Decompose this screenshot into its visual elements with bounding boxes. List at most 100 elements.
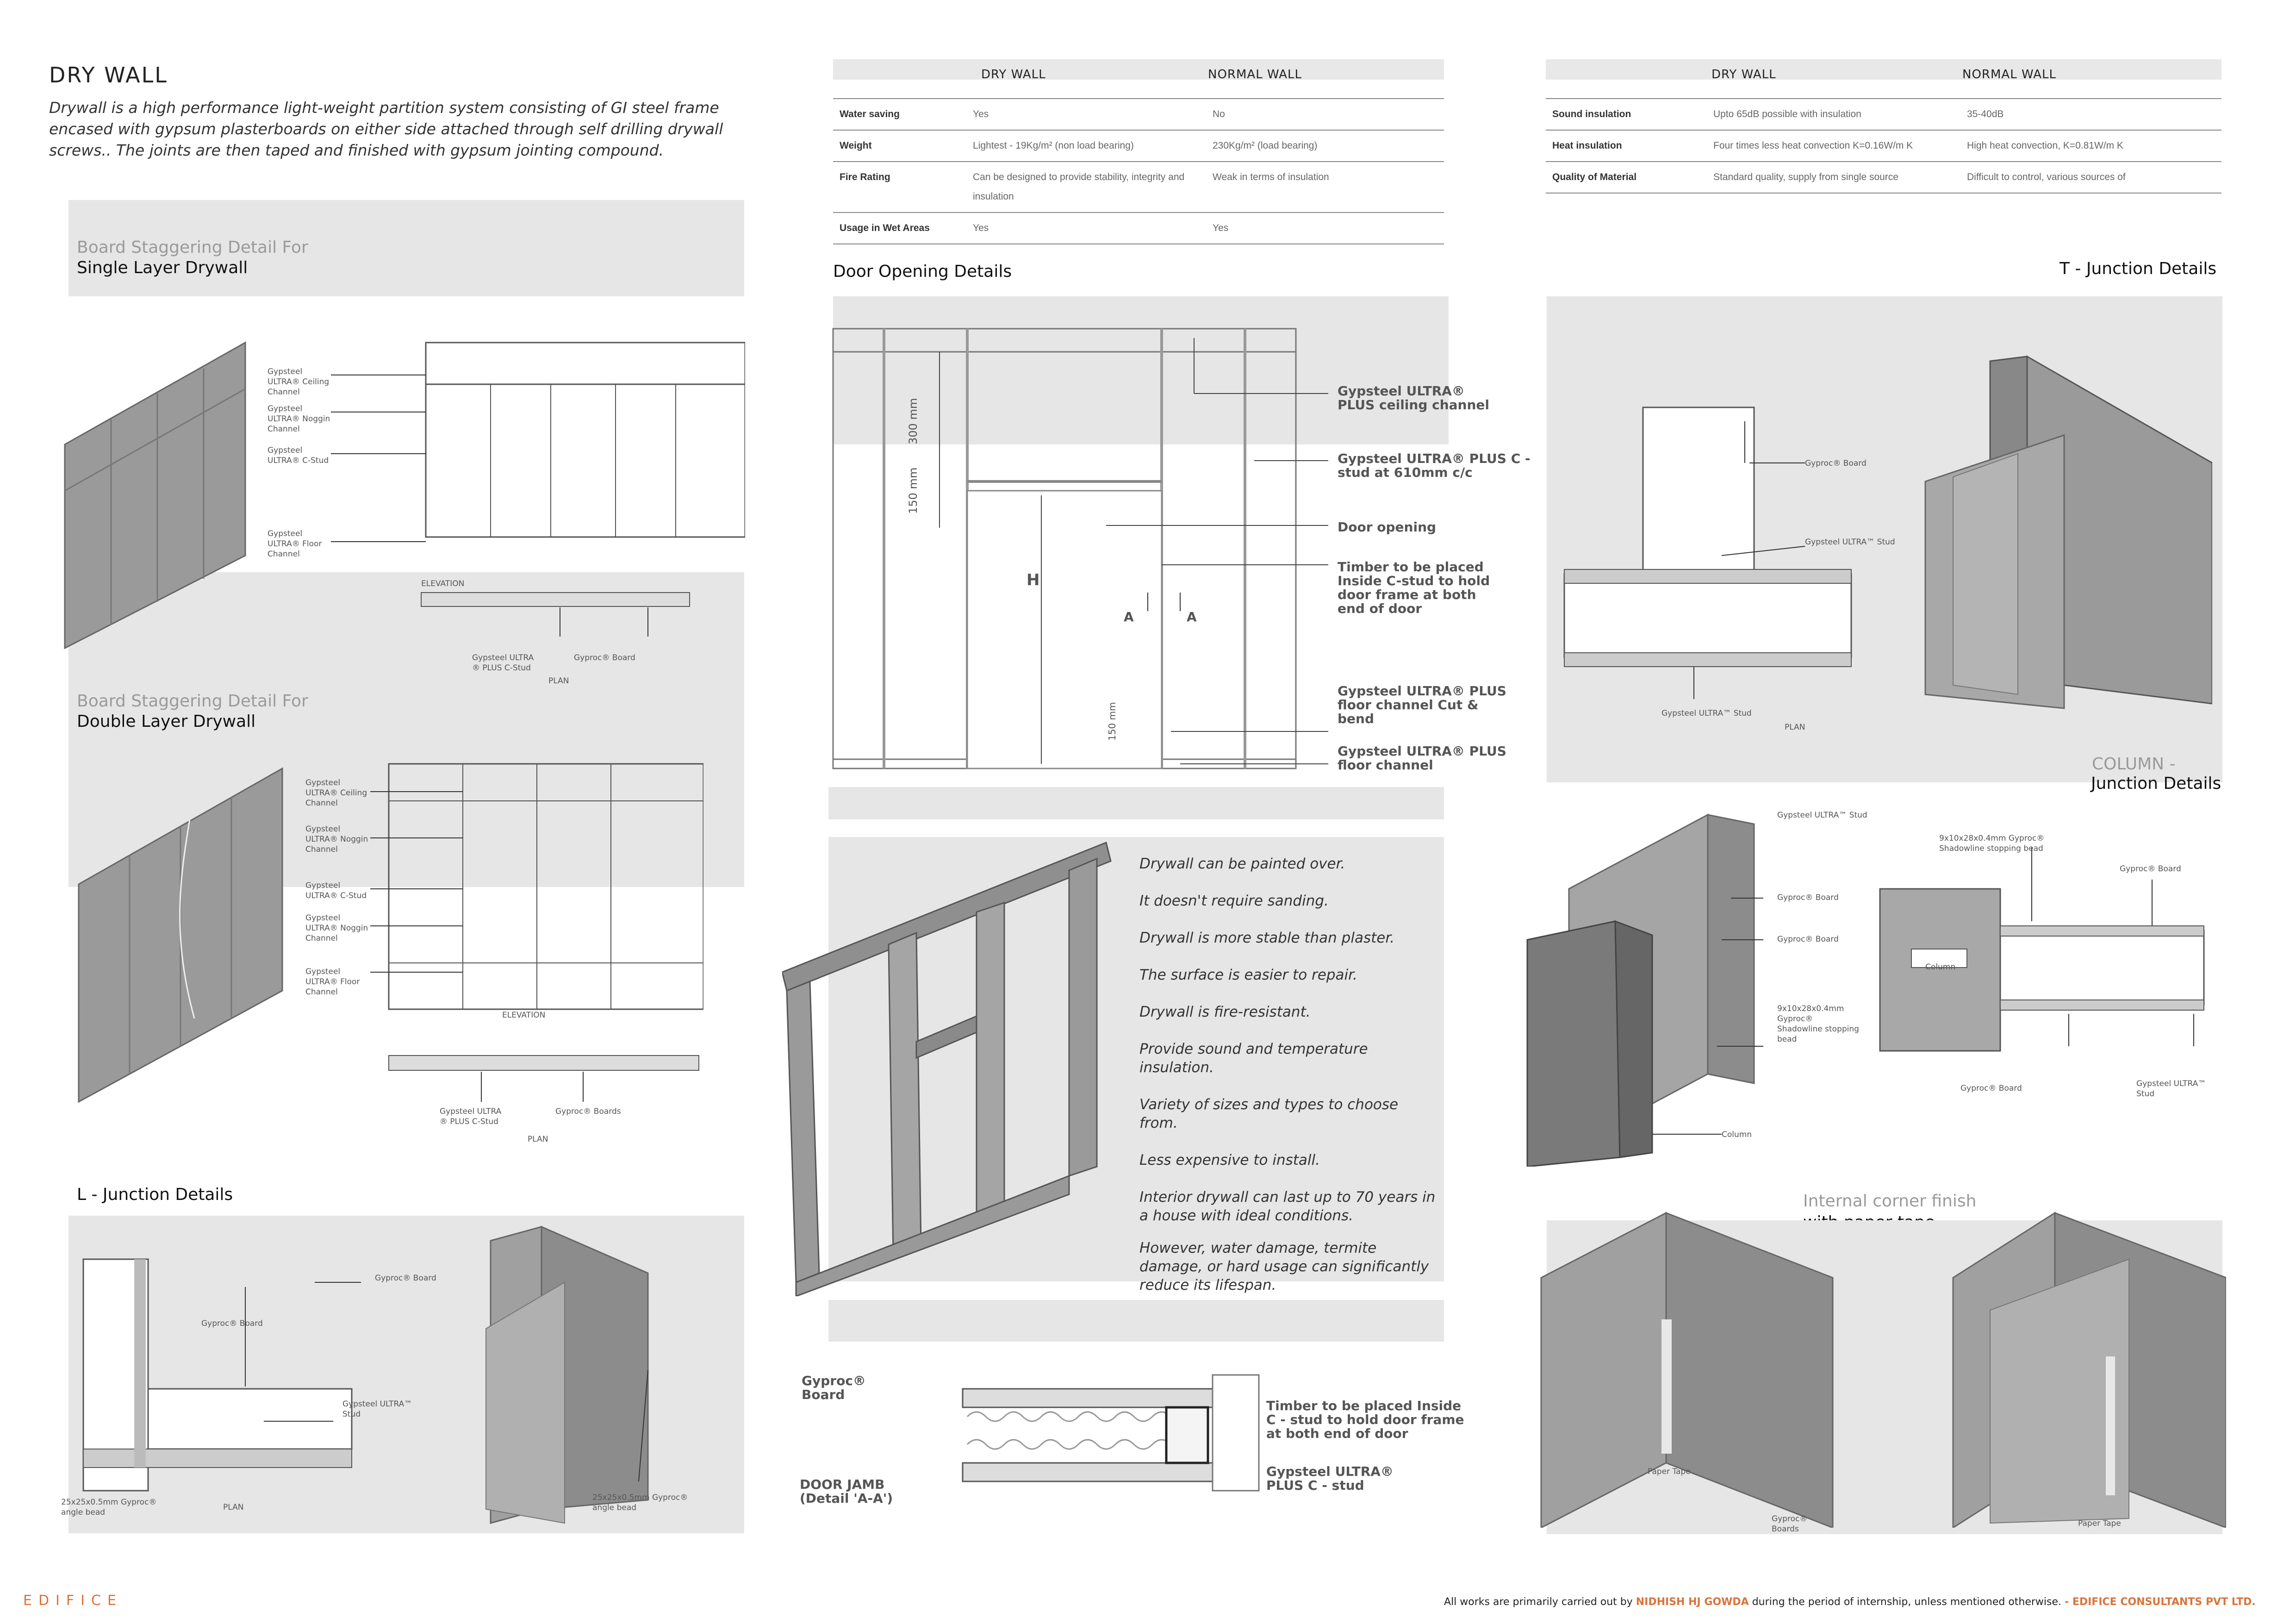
- col-label-board-2: Gyproc® Board: [1777, 935, 1839, 944]
- col-label-bead-top: 9x10x28x0.4mm Gyproc® Shadowline stoppin…: [1939, 834, 2045, 853]
- l-label-plan: PLAN: [223, 1503, 244, 1512]
- l-label-bead-2: 25x25x0.5mm Gyproc® angle bead: [592, 1493, 688, 1512]
- t-label-board: Gyproc® Board: [1805, 459, 1867, 468]
- label-plan-boards-2: Gyproc® Boards: [555, 1107, 621, 1116]
- table-cell: Weak in terms of insulation: [1206, 162, 1444, 213]
- column-title: Junction Details: [2091, 774, 2221, 793]
- label-noggin-channel: Gypsteel ULTRA® Noggin Channel: [268, 404, 330, 434]
- door-label-timber: Timber to be placed Inside C-stud to hol…: [1338, 559, 1490, 616]
- col-label-column: Column: [1722, 1130, 1752, 1139]
- table1-header-band: [833, 59, 1444, 80]
- table-row: Weight Lightest - 19Kg/m² (non load bear…: [833, 130, 1444, 162]
- table1: Water saving Yes No Weight Lightest - 19…: [833, 98, 1444, 244]
- corner-pre: Internal corner finish: [1803, 1192, 1977, 1211]
- label-c-stud: Gypsteel ULTRA® C-Stud: [268, 446, 329, 465]
- table-row: Sound insulation Upto 65dB possible with…: [1546, 99, 2221, 131]
- door-dim-150b: 150 mm: [1107, 702, 1118, 741]
- table-cell: Quality of Material: [1546, 162, 1707, 194]
- table2-col1: DRY WALL: [1711, 68, 1776, 81]
- table-cell: Four times less heat convection K=0.16W/…: [1707, 130, 1960, 162]
- table-cell: Weight: [833, 130, 966, 162]
- col-label-stud-right: Gypsteel ULTRA™ Stud: [2136, 1079, 2206, 1099]
- footer-company: - EDIFICE CONSULTANTS PVT LTD.: [2065, 1596, 2256, 1608]
- door-dim-h: H: [1027, 571, 1040, 589]
- jamb-title: DOOR JAMB (Detail 'A-A'): [800, 1477, 893, 1506]
- double-layer-drawing: [78, 763, 703, 1103]
- table-row: Water saving Yes No: [833, 99, 1444, 131]
- footer-credit-pre: All works are primarily carried out by: [1444, 1596, 1633, 1608]
- table2-col2: NORMAL WALL: [1962, 68, 2056, 81]
- corner-label-tape-2: Paper Tape: [2078, 1519, 2121, 1528]
- table-cell: High heat convection, K=0.81W/m K: [1960, 130, 2221, 162]
- table-cell: Upto 65dB possible with insulation: [1707, 99, 1960, 131]
- l-label-board-1: Gyproc® Board: [375, 1274, 436, 1283]
- table-cell: Sound insulation: [1546, 99, 1707, 131]
- page-title: DRY WALL: [49, 62, 168, 87]
- corner-label-boards: Gyproc® Boards: [1772, 1514, 1808, 1534]
- label-floor-channel: Gypsteel ULTRA® Floor Channel: [268, 529, 322, 559]
- door-label-opening: Door opening: [1338, 519, 1437, 535]
- label-plan: PLAN: [548, 676, 569, 686]
- col-label-board-3: Gyproc® Board: [1960, 1084, 2022, 1093]
- intro-text: Drywall is a high performance light-weig…: [49, 99, 723, 159]
- jamb-label-timber: Timber to be placed Inside C - stud to h…: [1266, 1398, 1464, 1441]
- table2: Sound insulation Upto 65dB possible with…: [1546, 98, 2221, 194]
- door-label-stud: Gypsteel ULTRA® PLUS C - stud at 610mm c…: [1338, 451, 1531, 480]
- l-junction-title: L - Junction Details: [77, 1185, 233, 1204]
- jamb-label-board: Gyproc® Board: [802, 1373, 866, 1402]
- table2-header-band: [1546, 59, 2221, 80]
- table-cell: 230Kg/m² (load bearing): [1206, 130, 1444, 162]
- spacer-band-2: [828, 1300, 1444, 1342]
- benefit-item: Variety of sizes and types to choose fro…: [1139, 1096, 1399, 1131]
- table1-col2: NORMAL WALL: [1208, 68, 1302, 81]
- corner-finish-drawing: [1540, 1212, 2226, 1528]
- label-elevation-2: ELEVATION: [502, 1011, 546, 1020]
- table-cell: Difficult to control, various sources of: [1960, 162, 2221, 194]
- label-elevation: ELEVATION: [421, 579, 465, 588]
- door-opening-drawing: [832, 328, 1328, 769]
- double-layer-title: Double Layer Drywall: [77, 712, 256, 731]
- door-jamb-drawing: [962, 1374, 1260, 1492]
- l-label-bead-1: 25x25x0.5mm Gyproc® angle bead: [61, 1498, 157, 1517]
- label-ceiling-channel-2: Gypsteel ULTRA® Ceiling Channel: [305, 778, 367, 808]
- label-plan-stud: Gypsteel ULTRA ® PLUS C-Stud: [472, 653, 534, 673]
- jamb-label-stud: Gypsteel ULTRA® PLUS C - stud: [1266, 1464, 1394, 1493]
- t-label-stud-1: Gypsteel ULTRA™ Stud: [1805, 537, 1895, 547]
- label-plan-board: Gyproc® Board: [574, 653, 635, 662]
- table-cell: Yes: [966, 212, 1206, 244]
- l-label-board-2: Gyproc® Board: [201, 1319, 263, 1328]
- t-label-plan: PLAN: [1785, 723, 1805, 732]
- table-cell: 35-40dB: [1960, 99, 2221, 131]
- col-label-stud: Gypsteel ULTRA™ Stud: [1777, 811, 1867, 820]
- table-cell: Lightest - 19Kg/m² (non load bearing): [966, 130, 1206, 162]
- door-section-a2: A: [1187, 609, 1197, 625]
- table-row: Quality of Material Standard quality, su…: [1546, 162, 2221, 194]
- table-row: Fire Rating Can be designed to provide s…: [833, 162, 1444, 213]
- door-dim-150: 150 mm: [907, 467, 920, 514]
- brand-logo: EDIFICE: [23, 1593, 123, 1609]
- table-cell: Yes: [1206, 212, 1444, 244]
- single-layer-pre: Board Staggering Detail For: [77, 238, 308, 257]
- label-plan-stud-2: Gypsteel ULTRA ® PLUS C-Stud: [440, 1107, 502, 1126]
- benefit-item: It doesn't require sanding.: [1139, 893, 1329, 909]
- single-layer-drawing: [64, 341, 745, 650]
- benefits-panel: [828, 837, 1444, 1281]
- table-cell: Yes: [966, 99, 1206, 131]
- double-layer-pre: Board Staggering Detail For: [77, 692, 308, 711]
- col-label-bead-left: 9x10x28x0.4mm Gyproc® Shadowline stoppin…: [1777, 1004, 1859, 1044]
- table-cell: Heat insulation: [1546, 130, 1707, 162]
- table-cell: Water saving: [833, 99, 966, 131]
- label-noggin-channel-2: Gypsteel ULTRA® Noggin Channel: [305, 824, 368, 854]
- l-label-stud: Gypsteel ULTRA™ Stud: [342, 1399, 412, 1419]
- door-label-floor: Gypsteel ULTRA® PLUS floor channel: [1338, 743, 1506, 773]
- benefit-item: Provide sound and temperature insulation…: [1139, 1041, 1368, 1076]
- table-row: Heat insulation Four times less heat con…: [1546, 130, 2221, 162]
- benefit-item: The surface is easier to repair.: [1139, 967, 1357, 983]
- single-layer-heading-panel: [68, 200, 744, 296]
- benefit-item: Interior drywall can last up to 70 years…: [1139, 1189, 1436, 1224]
- label-plan-2: PLAN: [528, 1135, 548, 1144]
- table1-col1: DRY WALL: [981, 68, 1046, 81]
- single-layer-title: Single Layer Drywall: [77, 258, 248, 277]
- t-junction-title: T - Junction Details: [2060, 259, 2217, 278]
- t-label-stud-2: Gypsteel ULTRA™ Stud: [1661, 709, 1752, 718]
